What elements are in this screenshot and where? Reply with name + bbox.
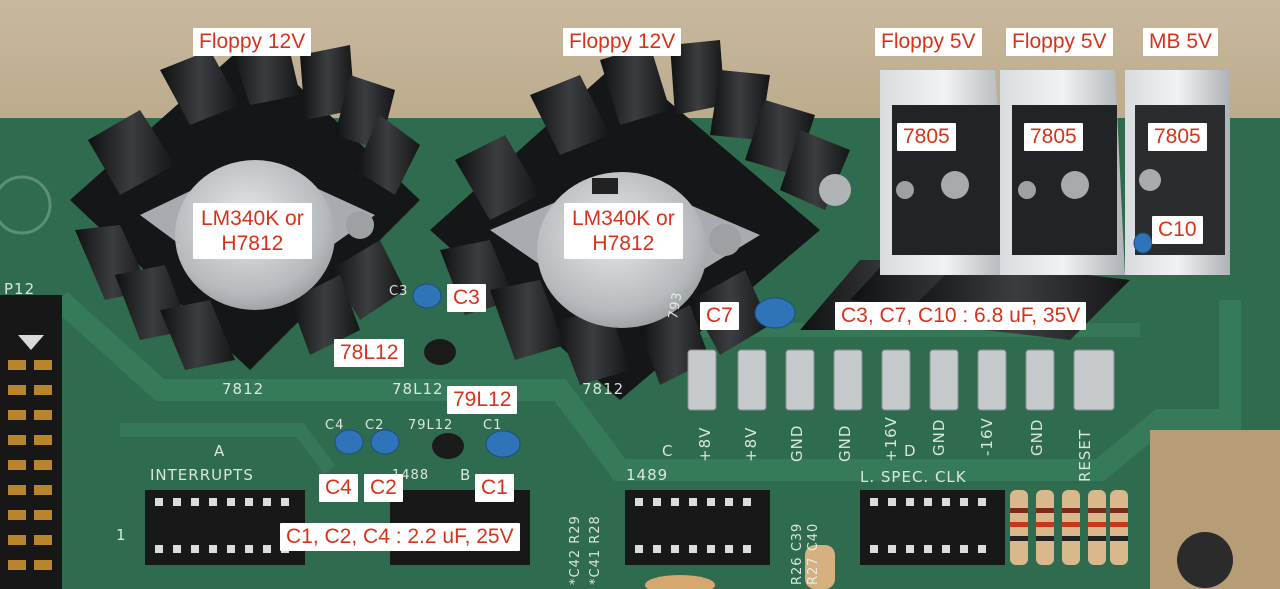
capacitor-c10 xyxy=(1133,232,1153,254)
ge-logo-icon xyxy=(0,175,52,235)
terminal-gnd-3: GND xyxy=(930,418,948,456)
capacitor-c4 xyxy=(334,429,364,455)
capacitor-c3 xyxy=(412,283,442,309)
edge-connector-pins xyxy=(8,360,52,570)
label-caps-25v-spec: C1, C2, C4 : 2.2 uF, 25V xyxy=(280,523,520,551)
silk-c2: C2 xyxy=(365,418,385,433)
terminal-tabs xyxy=(687,349,1115,411)
label-lm340k-left-line1: LM340K or xyxy=(201,207,304,230)
heatsink-7805-b xyxy=(1000,70,1125,275)
label-mb-5v: MB 5V xyxy=(1143,28,1219,56)
silk-r-group-1: *C42 R29 xyxy=(568,515,583,585)
label-lm340k-left-line2: H7812 xyxy=(221,232,284,255)
label-floppy-5v-b: Floppy 5V xyxy=(1006,28,1113,56)
silk-r-group-2: *C41 R28 xyxy=(588,515,603,585)
terminal-plus8v-2: +8V xyxy=(742,426,760,462)
regulator-78l12 xyxy=(424,339,456,365)
silk-c3: C3 xyxy=(389,284,409,299)
silk-c4: C4 xyxy=(325,418,345,433)
terminal-gnd-2: GND xyxy=(836,424,854,462)
silk-spec-clk: L. SPEC. CLK xyxy=(860,468,967,486)
silk-section-a: A xyxy=(214,442,226,460)
terminal-reset: RESET xyxy=(1076,428,1094,482)
silk-7812-right: 7812 xyxy=(582,380,625,398)
capacitor-c1 xyxy=(485,430,521,458)
label-7805-a: 7805 xyxy=(897,123,956,151)
label-c4: C4 xyxy=(319,474,358,502)
silk-p12: P12 xyxy=(4,280,36,298)
silk-section-d: D xyxy=(904,442,917,460)
silk-78l12: 78L12 xyxy=(392,380,444,398)
label-c10: C10 xyxy=(1152,216,1203,244)
resistors xyxy=(1010,490,1128,565)
label-floppy-12v-left: Floppy 12V xyxy=(193,28,312,56)
terminal-plus16v: +16V xyxy=(882,416,900,462)
terminal-minus16v: -16V xyxy=(978,417,996,456)
label-floppy-5v-a: Floppy 5V xyxy=(875,28,982,56)
heatsink-7805-a xyxy=(880,70,1010,275)
label-c3: C3 xyxy=(447,284,486,312)
capacitor-c7 xyxy=(754,297,796,329)
capacitors xyxy=(334,232,1153,458)
label-c1: C1 xyxy=(475,474,514,502)
pcb-trace-areas xyxy=(52,291,1241,481)
silk-1489: 1489 xyxy=(626,466,669,484)
label-c2: C2 xyxy=(364,474,403,502)
silk-section-b: B xyxy=(460,466,472,484)
bottom-component-2 xyxy=(645,575,715,589)
label-7805-b: 7805 xyxy=(1024,123,1083,151)
label-7805-c: 7805 xyxy=(1148,123,1207,151)
label-lm340k-left: LM340K or H7812 xyxy=(193,203,312,259)
pin1-marker-icon xyxy=(18,335,44,350)
silk-7812-left: 7812 xyxy=(222,380,265,398)
silk-r-group-4: R27 C40 xyxy=(806,522,821,585)
silk-c1: C1 xyxy=(483,418,503,433)
regulator-79l12 xyxy=(432,433,464,459)
label-c7: C7 xyxy=(700,302,739,330)
hex-nut xyxy=(1177,532,1233,588)
dip-socket-holes xyxy=(155,498,986,553)
silk-r-group-3: R26 C39 xyxy=(790,522,805,585)
capacitor-c2 xyxy=(370,429,400,455)
terminal-gnd-4: GND xyxy=(1028,418,1046,456)
label-lm340k-right: LM340K or H7812 xyxy=(564,203,683,259)
label-79l12: 79L12 xyxy=(447,386,518,414)
silk-interrupts: INTERRUPTS xyxy=(150,466,254,484)
label-lm340k-right-line2: H7812 xyxy=(592,232,655,255)
silk-79l12: 79L12 xyxy=(408,418,454,433)
silk-section-c: C xyxy=(662,442,674,460)
terminal-gnd-1: GND xyxy=(788,424,806,462)
label-caps-35v-spec: C3, C7, C10 : 6.8 uF, 35V xyxy=(835,302,1087,330)
terminal-plus8v-1: +8V xyxy=(696,426,714,462)
bottom-component xyxy=(805,545,835,589)
silk-pin-1: 1 xyxy=(116,526,127,544)
label-78l12: 78L12 xyxy=(334,339,405,367)
label-floppy-12v-right: Floppy 12V xyxy=(563,28,682,56)
label-lm340k-right-line1: LM340K or xyxy=(572,207,675,230)
